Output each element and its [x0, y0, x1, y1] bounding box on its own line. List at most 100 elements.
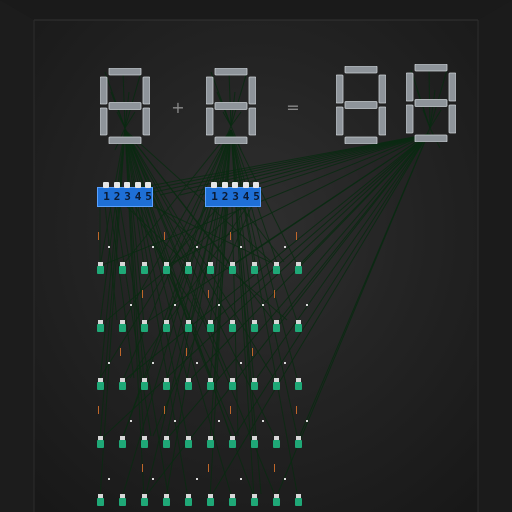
logic-gate[interactable] [185, 378, 192, 390]
seg-c [448, 104, 456, 134]
switch-1[interactable]: 1 [211, 190, 218, 203]
switch-5[interactable]: 5 [145, 190, 152, 203]
switch-4[interactable]: 4 [134, 190, 142, 203]
seg-d [344, 136, 378, 144]
wire [230, 129, 299, 325]
logic-gate[interactable] [295, 436, 302, 448]
switch-3[interactable]: 3 [124, 190, 131, 203]
logic-gate[interactable] [273, 494, 280, 506]
logic-gate[interactable] [119, 436, 126, 448]
logic-gate[interactable] [97, 262, 104, 274]
logic-gate[interactable] [141, 436, 148, 448]
logic-gate[interactable] [141, 320, 148, 332]
logic-gate[interactable] [141, 378, 148, 390]
switch-4[interactable]: 4 [242, 190, 250, 203]
wire [165, 133, 429, 441]
switch-2[interactable]: 2 [221, 190, 229, 203]
logic-gate[interactable] [185, 436, 192, 448]
logic-gate[interactable] [141, 262, 148, 274]
switch-knob[interactable] [232, 182, 238, 188]
logic-gate[interactable] [163, 262, 170, 274]
wire [121, 129, 232, 267]
wire [119, 133, 431, 196]
marker [98, 406, 99, 414]
logic-gate[interactable] [273, 378, 280, 390]
logic-gate[interactable] [185, 494, 192, 506]
switch-knob[interactable] [211, 182, 217, 188]
logic-gate[interactable] [163, 320, 170, 332]
logic-gate[interactable] [207, 378, 214, 390]
logic-gate[interactable] [207, 262, 214, 274]
logic-gate[interactable] [229, 436, 236, 448]
logic-gate[interactable] [295, 494, 302, 506]
wire [149, 204, 271, 263]
logic-gate[interactable] [229, 494, 236, 506]
marker [230, 406, 231, 414]
switch-knob[interactable] [124, 182, 130, 188]
logic-gate[interactable] [251, 436, 258, 448]
wire [165, 129, 232, 267]
switch-3[interactable]: 3 [232, 190, 239, 203]
seg-g [414, 99, 448, 107]
logic-gate[interactable] [207, 320, 214, 332]
marker [186, 348, 187, 356]
logic-gate[interactable] [295, 320, 302, 332]
logic-gate[interactable] [229, 378, 236, 390]
wire [124, 129, 233, 441]
logic-gate[interactable] [273, 436, 280, 448]
logic-gate[interactable] [295, 378, 302, 390]
logic-gate[interactable] [185, 262, 192, 274]
marker [296, 232, 297, 240]
switch-knob[interactable] [134, 182, 141, 188]
wire [109, 204, 135, 379]
switch-knob[interactable] [221, 182, 228, 188]
wire [124, 129, 277, 383]
logic-gate[interactable] [97, 494, 104, 506]
logic-gate[interactable] [229, 262, 236, 274]
logic-gate[interactable] [163, 378, 170, 390]
marker [274, 290, 275, 298]
logic-gate[interactable] [97, 436, 104, 448]
switch-1[interactable]: 1 [103, 190, 110, 203]
wire [209, 133, 429, 499]
wire [124, 129, 277, 267]
logic-gate[interactable] [251, 320, 258, 332]
logic-gate[interactable] [229, 320, 236, 332]
logic-gate[interactable] [97, 320, 104, 332]
logic-gate[interactable] [119, 494, 126, 506]
logic-gate[interactable] [273, 262, 280, 274]
logic-gate[interactable] [251, 262, 258, 274]
logic-gate[interactable] [207, 494, 214, 506]
wire [228, 71, 232, 127]
switch-knob[interactable] [145, 182, 151, 188]
wire [124, 129, 277, 441]
logic-gate[interactable] [251, 378, 258, 390]
marker [208, 464, 209, 472]
wire [275, 133, 429, 499]
wire [230, 111, 242, 127]
logic-gate[interactable] [163, 494, 170, 506]
logic-gate[interactable] [295, 262, 302, 274]
seg-e [206, 107, 214, 136]
logic-gate[interactable] [251, 494, 258, 506]
logic-gate[interactable] [141, 494, 148, 506]
switch-knob[interactable] [242, 182, 249, 188]
logic-gate[interactable] [207, 436, 214, 448]
logic-gate[interactable] [119, 262, 126, 274]
seg-c [248, 107, 256, 136]
switch-knob[interactable] [253, 182, 259, 188]
switch-knob[interactable] [103, 182, 109, 188]
switch-5[interactable]: 5 [253, 190, 260, 203]
logic-gate[interactable] [119, 320, 126, 332]
logic-gate[interactable] [97, 378, 104, 390]
switch-2[interactable]: 2 [113, 190, 121, 203]
logic-gate[interactable] [119, 378, 126, 390]
logic-gate[interactable] [273, 320, 280, 332]
seg-f [406, 72, 414, 102]
logic-gate[interactable] [163, 436, 170, 448]
switch-knob[interactable] [113, 182, 120, 188]
logic-gate[interactable] [185, 320, 192, 332]
